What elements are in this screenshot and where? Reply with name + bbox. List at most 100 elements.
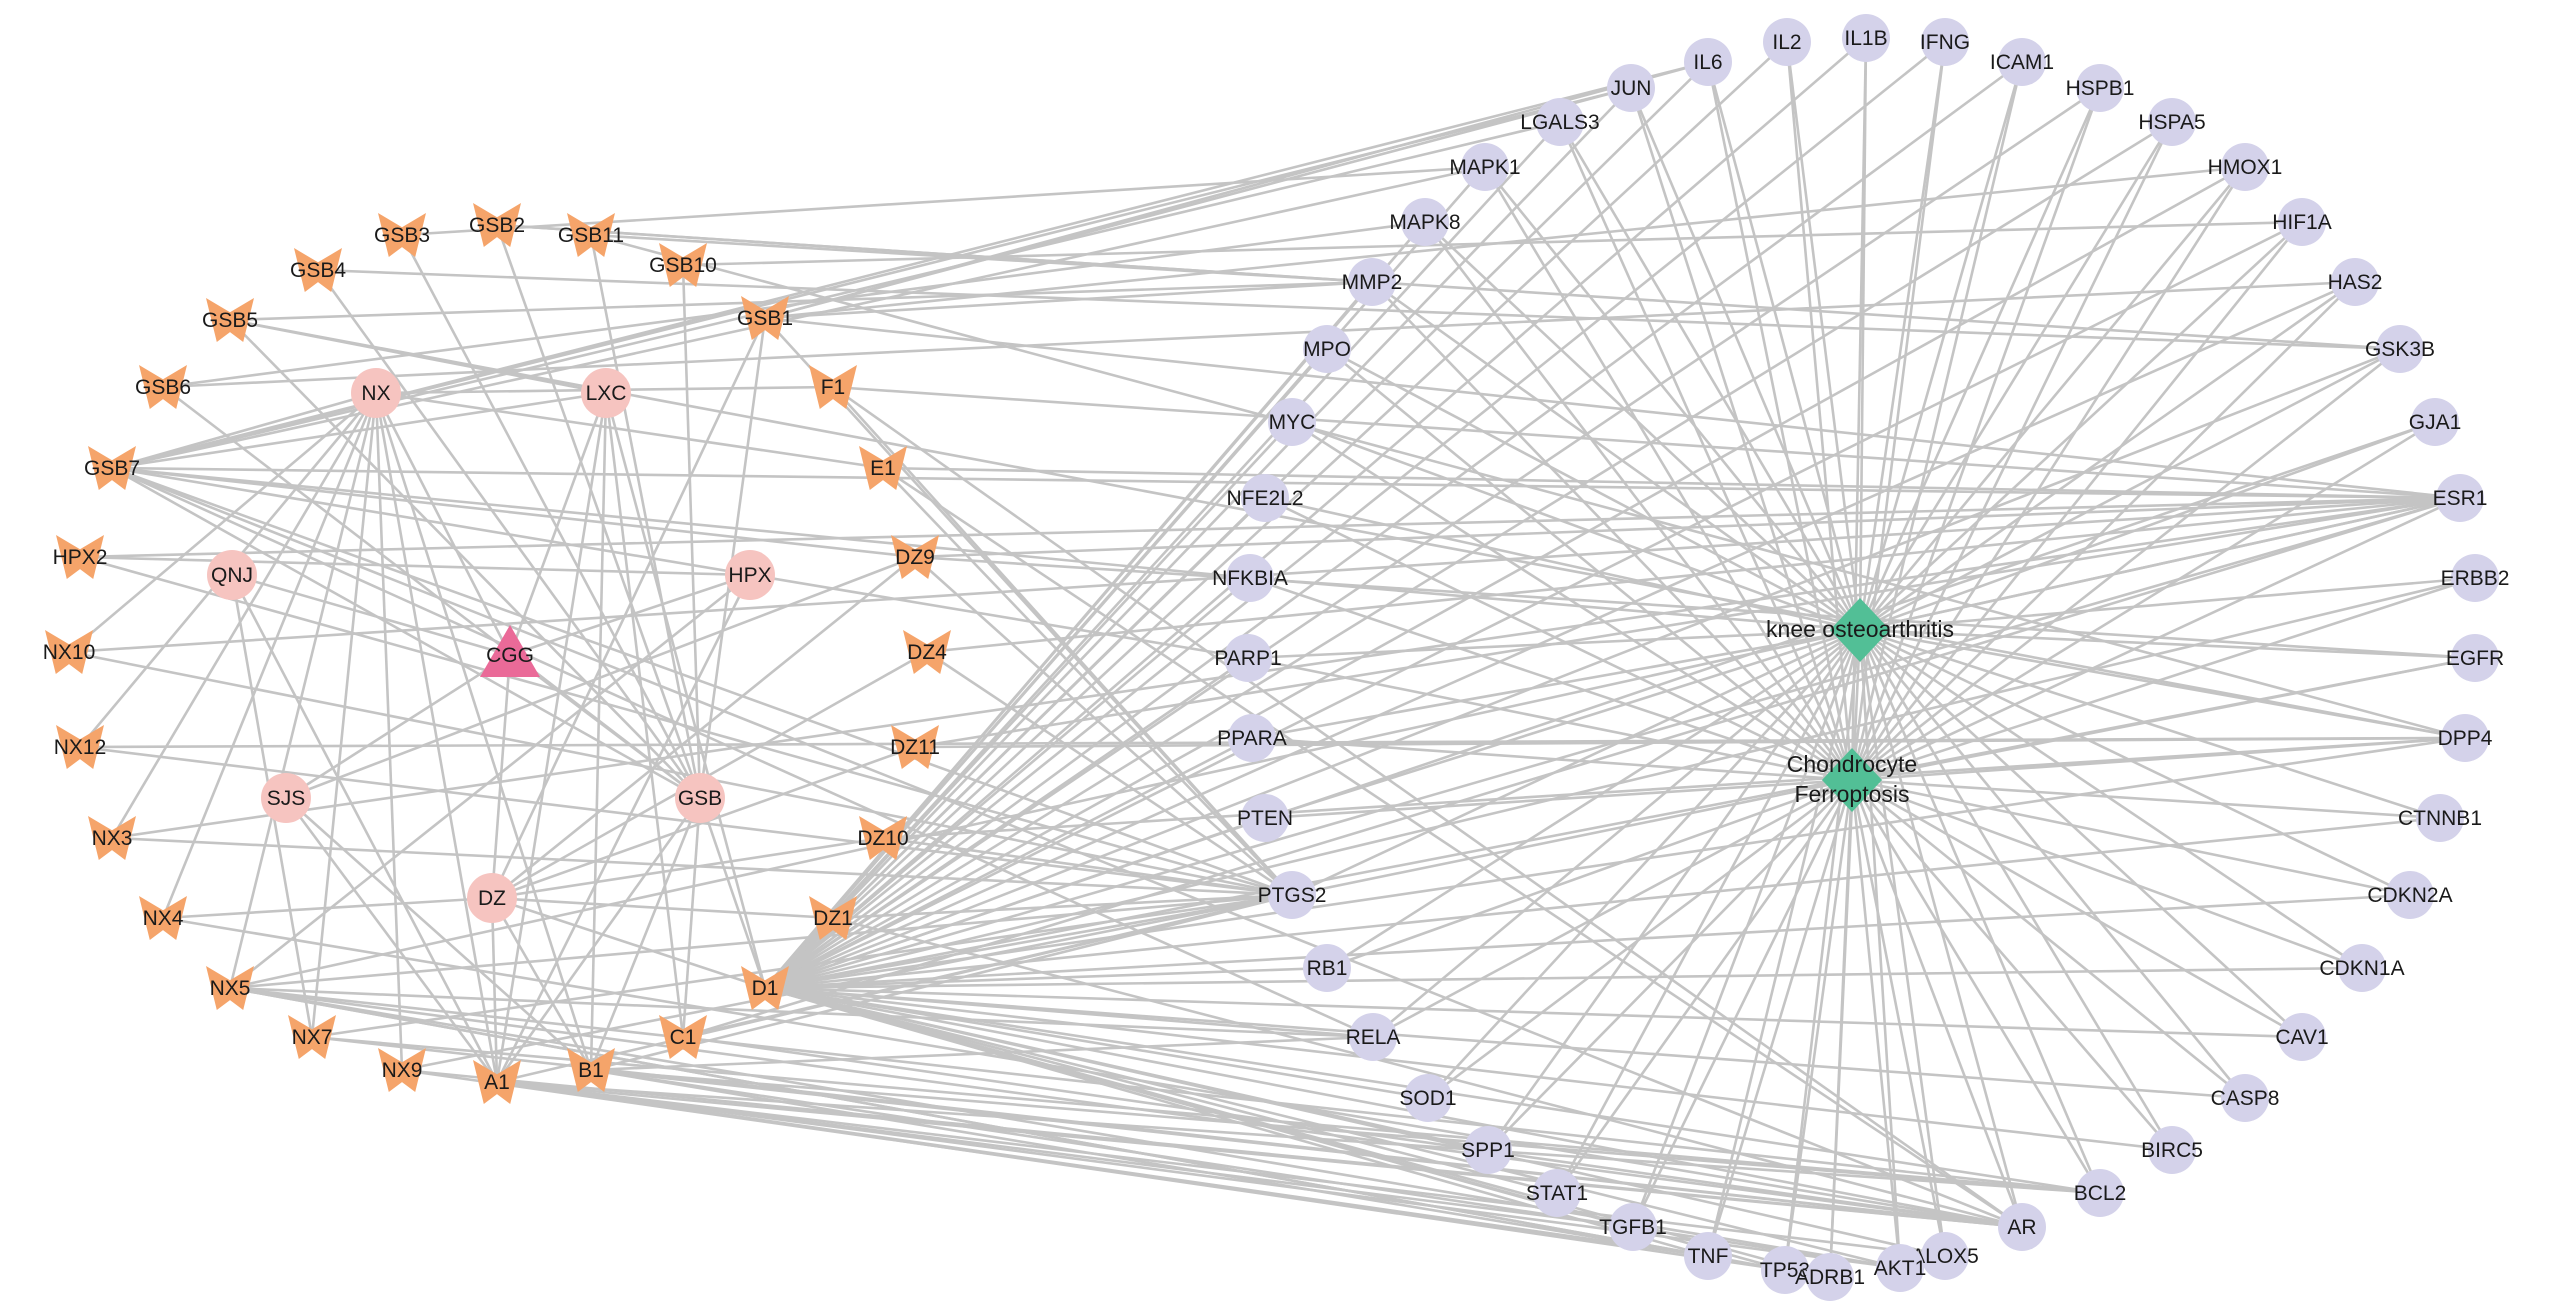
- node-sod1[interactable]: SOD1: [1399, 1074, 1457, 1122]
- node-nx10[interactable]: NX10: [43, 630, 96, 674]
- node-lgals3[interactable]: LGALS3: [1520, 98, 1600, 146]
- node-esr1[interactable]: ESR1: [2433, 474, 2488, 522]
- node-ptgs2[interactable]: PTGS2: [1258, 871, 1327, 919]
- node-ifng[interactable]: IFNG: [1920, 18, 1970, 66]
- node-mapk8[interactable]: MAPK8: [1389, 198, 1461, 246]
- node-spp1[interactable]: SPP1: [1461, 1126, 1515, 1174]
- node-lxc[interactable]: LXC: [581, 368, 631, 418]
- node-hif1a[interactable]: HIF1A: [2272, 198, 2332, 246]
- node-il1b[interactable]: IL1B: [1842, 14, 1890, 62]
- node-koa[interactable]: knee osteoarthritis: [1766, 598, 1954, 662]
- node-label: SPP1: [1461, 1139, 1515, 1162]
- node-ppara[interactable]: PPARA: [1217, 714, 1287, 762]
- node-gja1[interactable]: GJA1: [2409, 398, 2462, 446]
- node-gsb1[interactable]: GSB1: [737, 296, 793, 340]
- node-gsb3[interactable]: GSB3: [374, 213, 430, 257]
- node-label: ICAM1: [1990, 51, 2054, 74]
- node-gsk3b[interactable]: GSK3B: [2365, 325, 2435, 373]
- circle-marker: [2376, 325, 2424, 373]
- node-nx[interactable]: NX: [351, 368, 401, 418]
- node-label: A1: [484, 1071, 510, 1094]
- node-nx3[interactable]: NX3: [88, 816, 136, 860]
- node-casp8[interactable]: CASP8: [2211, 1074, 2280, 1122]
- node-birc5[interactable]: BIRC5: [2141, 1126, 2203, 1174]
- node-mapk1[interactable]: MAPK1: [1449, 143, 1521, 191]
- node-hspa5[interactable]: HSPA5: [2138, 98, 2206, 146]
- node-dz9[interactable]: DZ9: [891, 535, 939, 579]
- node-tp53[interactable]: TP53: [1760, 1246, 1810, 1294]
- v-shape-marker: [378, 213, 426, 257]
- node-a1[interactable]: A1: [473, 1060, 521, 1104]
- node-akt1[interactable]: AKT1: [1874, 1244, 1927, 1292]
- node-hpx[interactable]: HPX: [725, 550, 775, 600]
- node-ctnnb1[interactable]: CTNNB1: [2398, 794, 2482, 842]
- node-rela[interactable]: RELA: [1346, 1013, 1401, 1061]
- edge-A1-TGFB1: [496, 1080, 1634, 1229]
- node-hpx2[interactable]: HPX2: [53, 535, 108, 579]
- node-cav1[interactable]: CAV1: [2275, 1013, 2329, 1061]
- circle-marker: [2411, 398, 2459, 446]
- node-il6[interactable]: IL6: [1684, 38, 1732, 86]
- node-erbb2[interactable]: ERBB2: [2441, 554, 2510, 602]
- node-gsb7[interactable]: GSB7: [84, 446, 140, 490]
- node-nx7[interactable]: NX7: [288, 1015, 336, 1059]
- node-cdkn1a[interactable]: CDKN1A: [2319, 944, 2405, 992]
- node-nx12[interactable]: NX12: [54, 725, 107, 769]
- node-d1[interactable]: D1: [741, 966, 789, 1010]
- node-pten[interactable]: PTEN: [1237, 794, 1293, 842]
- node-gsb4[interactable]: GSB4: [290, 248, 346, 292]
- node-dz[interactable]: DZ: [467, 873, 517, 923]
- node-sjs[interactable]: SJS: [261, 773, 311, 823]
- node-egfr[interactable]: EGFR: [2446, 634, 2504, 682]
- node-mmp2[interactable]: MMP2: [1342, 258, 1403, 306]
- v-shape-marker: [567, 1048, 615, 1092]
- node-label: LGALS3: [1520, 111, 1599, 134]
- circle-marker: [2076, 64, 2124, 112]
- node-adrb1[interactable]: ADRB1: [1795, 1253, 1865, 1301]
- circle-marker: [1536, 98, 1584, 146]
- node-gsb11[interactable]: GSB11: [558, 213, 624, 257]
- node-b1[interactable]: B1: [567, 1048, 615, 1092]
- node-has2[interactable]: HAS2: [2328, 258, 2383, 306]
- node-c1[interactable]: C1: [659, 1015, 707, 1059]
- node-tgfb1[interactable]: TGFB1: [1599, 1203, 1667, 1251]
- edge-D1-PTGS2: [764, 893, 1293, 990]
- node-nfkbia[interactable]: NFKBIA: [1212, 554, 1288, 602]
- node-il2[interactable]: IL2: [1763, 18, 1811, 66]
- node-nx5[interactable]: NX5: [206, 966, 254, 1010]
- node-dz11[interactable]: DZ11: [890, 725, 940, 769]
- edge-CF-RELA: [1372, 778, 1853, 1039]
- node-rb1[interactable]: RB1: [1303, 944, 1351, 992]
- node-gsb10[interactable]: GSB10: [649, 243, 717, 287]
- node-dz1[interactable]: DZ1: [809, 896, 857, 940]
- node-bcl2[interactable]: BCL2: [2074, 1169, 2127, 1217]
- node-gsb2[interactable]: GSB2: [469, 203, 525, 247]
- node-myc[interactable]: MYC: [1268, 398, 1316, 446]
- node-gsb[interactable]: GSB: [675, 773, 725, 823]
- node-icam1[interactable]: ICAM1: [1990, 38, 2054, 86]
- node-qnj[interactable]: QNJ: [207, 550, 257, 600]
- node-nfe2l2[interactable]: NFE2L2: [1226, 474, 1304, 522]
- node-parp1[interactable]: PARP1: [1214, 634, 1282, 682]
- node-cdkn2a[interactable]: CDKN2A: [2367, 871, 2453, 919]
- node-nx4[interactable]: NX4: [139, 896, 187, 940]
- node-e1[interactable]: E1: [859, 446, 907, 490]
- node-mpo[interactable]: MPO: [1303, 325, 1351, 373]
- node-gsb5[interactable]: GSB5: [202, 298, 258, 342]
- node-dz4[interactable]: DZ4: [903, 630, 951, 674]
- node-dz10[interactable]: DZ10: [857, 816, 909, 860]
- node-cgg[interactable]: CGG: [480, 625, 540, 677]
- node-tnf[interactable]: TNF: [1684, 1232, 1732, 1280]
- node-nx9[interactable]: NX9: [378, 1048, 426, 1092]
- node-dpp4[interactable]: DPP4: [2438, 714, 2493, 762]
- node-jun[interactable]: JUN: [1607, 64, 1655, 112]
- node-f1[interactable]: F1: [809, 365, 857, 409]
- node-gsb6[interactable]: GSB6: [135, 365, 191, 409]
- edge-HPX-HPX2: [79, 555, 751, 577]
- node-ar[interactable]: AR: [1998, 1203, 2046, 1251]
- node-hmox1[interactable]: HMOX1: [2208, 143, 2283, 191]
- node-hspb1[interactable]: HSPB1: [2066, 64, 2135, 112]
- node-alox5[interactable]: ALOX5: [1911, 1232, 1979, 1280]
- node-stat1[interactable]: STAT1: [1526, 1169, 1588, 1217]
